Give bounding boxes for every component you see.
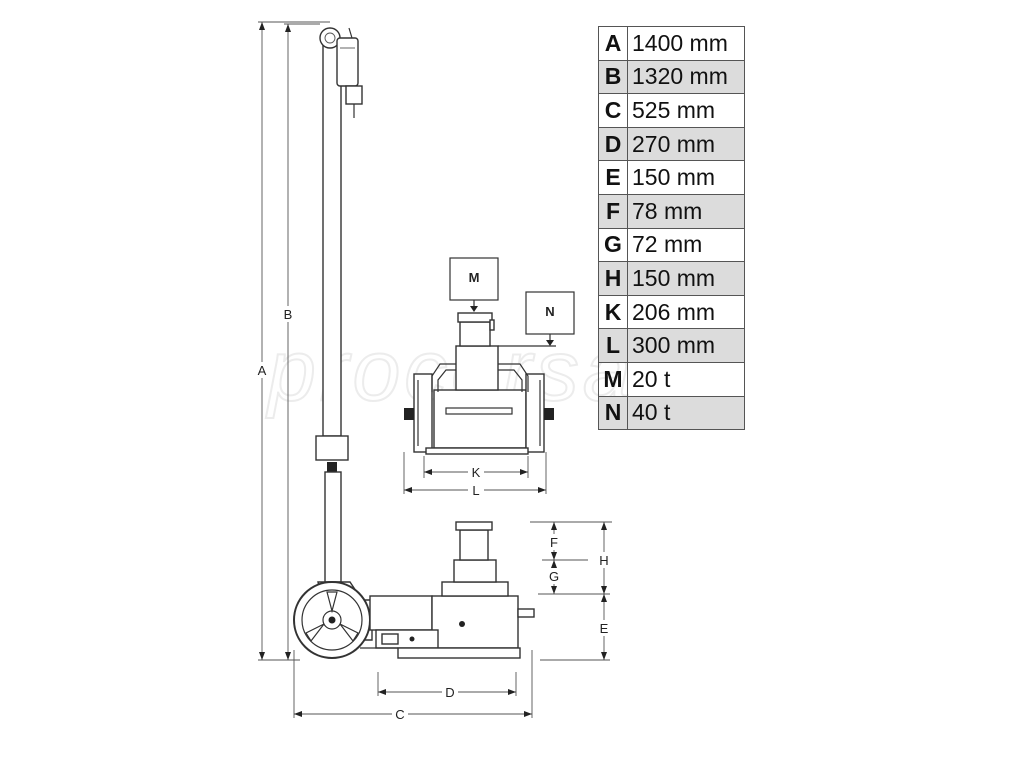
spec-value: 150 mm: [627, 261, 745, 296]
spec-value: 150 mm: [627, 160, 745, 195]
dimension-lines: [258, 21, 612, 718]
spec-value: 78 mm: [627, 193, 745, 229]
spec-key: K: [598, 294, 628, 330]
spec-value: 1400 mm: [627, 26, 745, 61]
load-box-n: [525, 291, 575, 335]
saddle: [455, 521, 493, 531]
dim-label-f: F: [550, 535, 558, 550]
spec-value: 206 mm: [627, 294, 745, 330]
handle-tube: [322, 43, 342, 437]
dim-label-b: B: [284, 307, 293, 322]
load-box-m-label: M: [469, 270, 480, 285]
ram-stage-base: [441, 581, 509, 597]
ram-stage-2: [453, 559, 497, 583]
spec-key: G: [598, 227, 628, 263]
air-inlet-fitting: [345, 85, 363, 105]
ram-stage-1: [459, 529, 489, 561]
dim-label-a: A: [258, 363, 267, 378]
load-box-m: [449, 257, 499, 301]
dim-label-e: E: [600, 621, 609, 636]
spec-key: C: [598, 93, 628, 128]
hydraulic-tank: [431, 595, 519, 649]
front-ram-1: [459, 321, 491, 347]
front-side-right: [525, 373, 545, 453]
spec-value: 20 t: [627, 361, 745, 397]
air-motor-housing: [369, 595, 433, 631]
base-plate: [397, 647, 521, 659]
spec-key: L: [598, 328, 628, 363]
dim-label-k: K: [472, 465, 481, 480]
front-body: [433, 389, 527, 449]
spec-key: B: [598, 59, 628, 95]
spec-value: 525 mm: [627, 93, 745, 128]
spec-value: 72 mm: [627, 227, 745, 263]
spec-value: 1320 mm: [627, 59, 745, 95]
spec-value: 40 t: [627, 395, 745, 431]
spec-key: F: [598, 193, 628, 229]
spec-key: A: [598, 26, 628, 61]
handle-lower: [324, 471, 342, 583]
front-feet: [425, 447, 529, 455]
spec-key: M: [598, 361, 628, 397]
jack-side-view: [293, 27, 535, 659]
front-side-left: [413, 373, 433, 453]
front-saddle: [457, 312, 493, 323]
spec-key: N: [598, 395, 628, 431]
spec-key: E: [598, 160, 628, 195]
release-lever: [517, 608, 535, 618]
spec-key: D: [598, 126, 628, 162]
dim-label-d: D: [445, 685, 454, 700]
air-valve-block: [336, 37, 359, 87]
dim-label-l: L: [472, 483, 479, 498]
dim-label-g: G: [549, 569, 559, 584]
handle-clamp: [315, 435, 349, 461]
load-box-n-label: N: [545, 304, 554, 319]
spec-value: 270 mm: [627, 126, 745, 162]
jack-front-view: M N: [404, 257, 575, 455]
dim-label-c: C: [395, 707, 404, 722]
spec-value: 300 mm: [627, 328, 745, 363]
front-ram-2: [455, 345, 499, 391]
dim-label-h: H: [599, 553, 608, 568]
spec-key: H: [598, 261, 628, 296]
